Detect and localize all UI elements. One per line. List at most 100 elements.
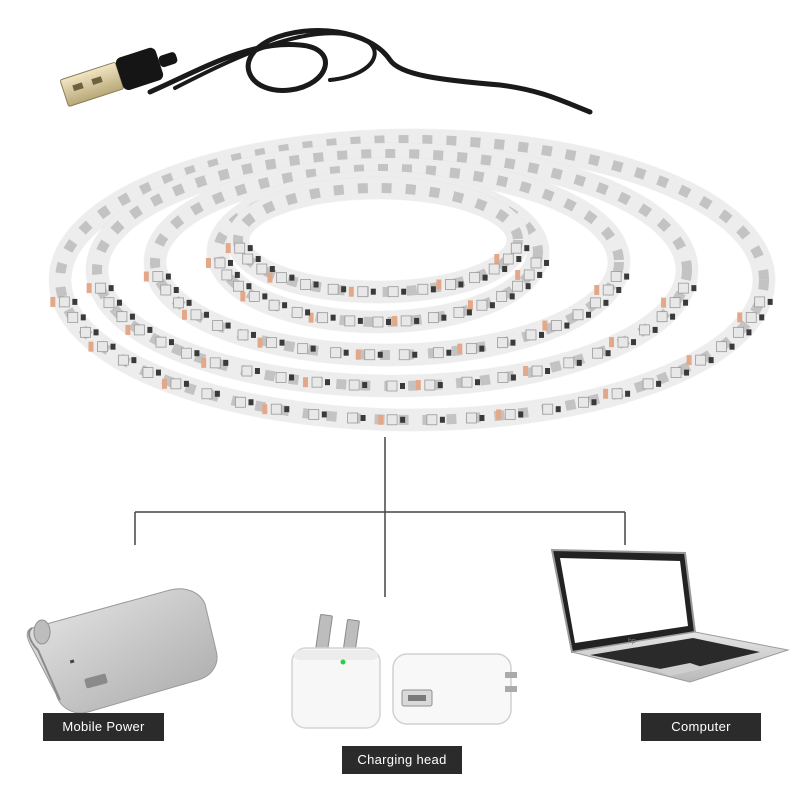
led-chip [270,403,282,415]
led-chip [398,349,410,361]
copper-pad [348,286,354,297]
resistor [343,349,349,356]
resistor [168,339,174,346]
led-chip [152,271,164,282]
resistor [284,406,290,413]
led-chip [80,326,91,338]
led-chip [488,263,500,275]
led-chip [432,347,444,359]
resistor [684,369,690,376]
resistor [255,256,261,263]
resistor [377,351,383,358]
led-chip [372,316,384,328]
led-strip-ring [48,128,776,432]
copper-pad [308,312,314,323]
led-chip [611,388,623,400]
copper-pad [161,378,167,389]
copper-pad [467,300,473,311]
resistor [72,298,78,305]
copper-pad [594,285,600,296]
led-chip [531,365,543,377]
led-chip [237,329,249,341]
copper-pad [436,279,442,290]
led-chip [639,324,651,336]
resistor [116,299,122,306]
led-strip-ring [225,176,530,304]
led-chip [677,282,689,294]
resistor [729,343,735,350]
resistor [214,390,220,397]
led-chip [550,320,562,331]
led-chip [642,378,654,390]
led-chip [670,367,682,378]
copper-pad [303,377,309,388]
resistor [362,382,368,389]
led-chip [221,269,233,281]
led-chip [308,409,320,420]
led-chip [347,412,358,424]
resistor [603,299,609,306]
led-chip [212,320,224,331]
led-chip [466,412,477,424]
mobile-power-label: Mobile Power [43,713,164,741]
led-chip [348,379,360,391]
resistor [194,350,200,357]
led-chip [241,365,253,377]
resistor [412,351,418,358]
resistor [93,329,99,336]
led-chip [386,414,398,426]
resistor [173,287,179,294]
led-chip [275,372,287,383]
resistor [360,414,366,421]
led-chip [297,343,309,355]
resistor [545,368,551,375]
resistor [458,281,464,288]
led-chip [497,337,508,349]
led-chip [465,343,477,355]
led-chip [117,354,129,366]
charging-head-icon [291,613,517,729]
resistor [414,317,420,324]
resistor [247,245,253,252]
svg-text:hp: hp [628,638,636,645]
copper-pad [661,297,667,308]
led-chip [142,367,154,378]
copper-pad [88,341,94,352]
resistor [683,299,689,306]
led-chip [733,326,744,338]
led-chip [173,297,184,309]
resistor [652,326,658,333]
copper-pad [392,315,398,326]
copper-pad [355,349,361,360]
resistor [616,287,622,294]
resistor [313,281,319,288]
resistor [746,329,752,336]
resistor [539,331,545,338]
usb-cable [147,28,593,115]
copper-pad [262,404,268,415]
led-chip [542,403,554,415]
resistor [254,368,260,375]
resistor [401,288,407,295]
resistor [624,273,630,280]
led-chip [58,296,70,308]
resistor [525,283,531,290]
led-chip [427,312,439,324]
resistor [183,380,189,387]
led-chip [103,297,115,309]
resistor [262,293,268,300]
led-chip [209,357,221,369]
led-chip [525,329,537,341]
led-chip [155,336,167,348]
led-chip [656,311,668,323]
led-chip [97,341,108,353]
copper-pad [205,257,211,268]
led-strip-ring [143,157,631,367]
copper-pad [86,283,92,294]
led-chip [469,272,480,284]
led-chip [160,284,172,296]
led-chip [234,242,246,254]
resistor [186,299,192,306]
led-chip [364,349,376,361]
copper-pad [125,324,131,335]
